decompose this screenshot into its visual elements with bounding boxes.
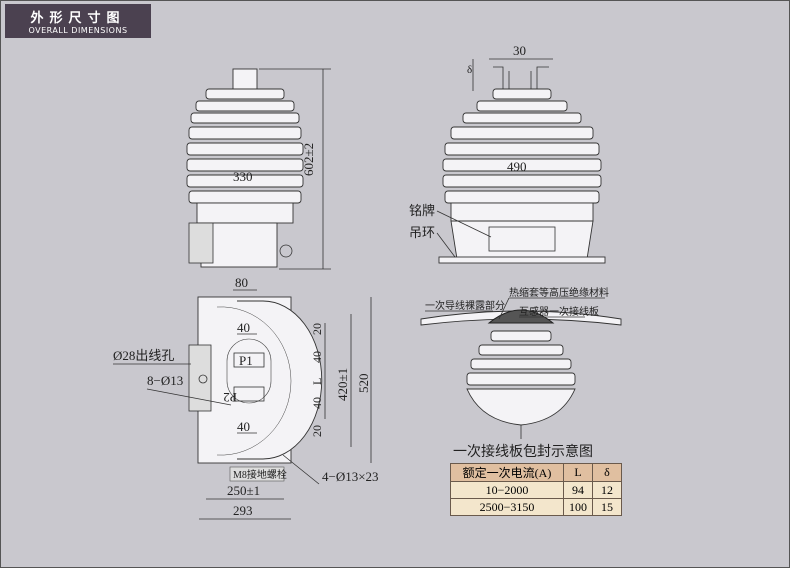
outer-width-label: 293 [233, 503, 253, 518]
bolt-holes-label: 8−Ø13 [147, 373, 183, 388]
top-dim-label: 80 [235, 275, 248, 290]
side-width-label: 490 [507, 159, 527, 174]
title-cn: 外形尺寸图 [30, 11, 126, 26]
header-delta: δ [592, 463, 622, 482]
outer-height-label: 520 [356, 374, 371, 394]
cell-delta: 12 [592, 481, 622, 499]
title-en: OVERALL DIMENSIONS [28, 26, 128, 35]
outlet-hole-label: Ø28出线孔 [113, 348, 174, 363]
right-dim-1: 20 [310, 323, 324, 335]
front-width-label: 330 [233, 169, 253, 184]
insulation-label: 热缩套等高压绝缘材料 [509, 286, 609, 299]
plan-view: P1 P2 80 40 40 Ø28出线孔 8−Ø13 20 40 L 40 2… [113, 275, 379, 520]
delta-label: δ [467, 64, 472, 76]
nameplate-label: 铭牌 [409, 203, 435, 218]
header-banner: 外形尺寸图 OVERALL DIMENSIONS [5, 4, 151, 38]
cell-current: 2500−3150 [450, 498, 564, 516]
cell-L: 94 [563, 481, 593, 499]
exposed-conductor-label: 一次导线裸露部分 [425, 299, 505, 312]
ground-bolt-label: M8接地螺栓 [233, 468, 287, 481]
p2-label: P2 [223, 390, 237, 405]
inner-width-label: 250±1 [227, 483, 260, 498]
spec-table: 额定一次电流(A) L δ 10−2000 94 12 2500−3150 10… [450, 463, 622, 516]
cell-delta: 15 [592, 498, 622, 516]
table-header-row: 额定一次电流(A) L δ [450, 463, 622, 482]
front-height-label: 602±2 [301, 143, 316, 176]
p1-label: P1 [239, 353, 253, 368]
header-current: 额定一次电流(A) [450, 463, 564, 482]
header-L: L [563, 463, 593, 482]
mount-holes-label: 4−Ø13×23 [322, 469, 379, 484]
right-dim-4: 40 [310, 397, 324, 409]
section-caption: 一次接线板包封示意图 [453, 445, 593, 460]
cell-current: 10−2000 [450, 481, 564, 499]
section-view: 一次导线裸露部分 热缩套等高压绝缘材料 互感器一次接线板 [420, 286, 622, 439]
terminal-plate-label: 互感器一次接线板 [519, 305, 599, 318]
right-dim-5: 20 [310, 425, 324, 437]
right-dim-2: 40 [310, 351, 324, 363]
lifting-ring-label: 吊环 [409, 225, 435, 240]
table-row: 10−2000 94 12 [450, 481, 622, 499]
table-row: 2500−3150 100 15 [450, 498, 622, 516]
right-dim-L: L [310, 378, 324, 385]
inner-height-label: 420±1 [335, 368, 350, 401]
cell-L: 100 [563, 498, 593, 516]
upper-dim-label: 40 [237, 320, 250, 335]
side-top-label: 30 [513, 43, 526, 58]
lower-dim-label: 40 [237, 419, 250, 434]
side-view: 30 δ 490 铭牌 吊环 [409, 43, 606, 264]
front-view: 602±2 330 [186, 68, 331, 270]
